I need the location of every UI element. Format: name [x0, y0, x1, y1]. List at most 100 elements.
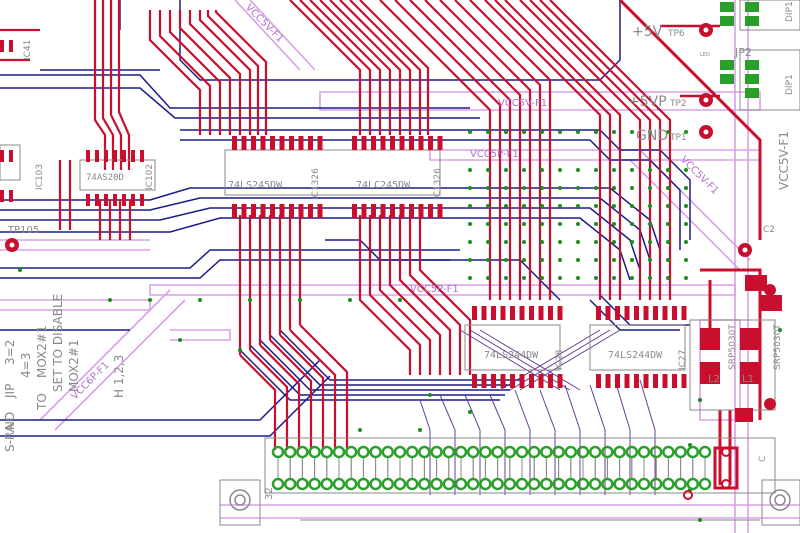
connector-pad: [430, 477, 443, 491]
connector-pad: [271, 445, 285, 459]
via: [348, 298, 352, 302]
connector-pad: [466, 477, 480, 491]
ic-pad: [390, 204, 395, 218]
connector-pad: [674, 445, 687, 459]
via: [558, 276, 562, 280]
ic-pad: [380, 204, 386, 218]
ic-pad: [140, 150, 144, 162]
connector-pad: [271, 477, 285, 491]
connector-pad: [479, 477, 492, 491]
connector-pad: [576, 445, 590, 459]
ic-pad: [104, 150, 108, 162]
connector-pad: [698, 477, 712, 491]
note-4eq3: 4=3: [19, 353, 33, 378]
via: [666, 222, 670, 226]
ic-pad: [510, 374, 515, 388]
via: [666, 168, 670, 172]
ic-pad: [251, 204, 256, 218]
via: [540, 240, 544, 244]
ic-pad: [308, 136, 313, 150]
via: [648, 240, 652, 244]
ic-pad: [662, 374, 668, 388]
via: [612, 204, 616, 208]
via: [358, 428, 362, 432]
vias: [18, 130, 782, 522]
via: [666, 240, 670, 244]
connector-pad: [686, 445, 700, 459]
ic-pad: [634, 374, 639, 388]
via: [468, 240, 472, 244]
ic-pad: [605, 306, 611, 320]
label-l1: L1: [742, 374, 754, 385]
via: [418, 428, 422, 432]
ic-pad: [9, 190, 13, 202]
connector-pad: [344, 477, 358, 491]
via: [630, 168, 634, 172]
ic-pad: [510, 306, 515, 320]
via: [612, 276, 616, 280]
via: [648, 222, 652, 226]
label-dip1-a: DIP1: [785, 1, 795, 22]
label-vcc5v-side: VCC5V-F1: [777, 131, 791, 190]
ic-pad: [317, 136, 323, 150]
via: [504, 276, 508, 280]
via: [576, 204, 580, 208]
via: [594, 168, 598, 172]
via: [558, 204, 562, 208]
connector-pad: [418, 445, 431, 459]
ic-pad: [86, 150, 90, 162]
via: [698, 518, 702, 522]
via: [468, 204, 472, 208]
ic-pad: [437, 136, 443, 150]
connector-pad: [491, 445, 504, 459]
ic-pad: [279, 204, 285, 218]
via: [468, 276, 472, 280]
chip-label-e: 74AS20D: [86, 173, 124, 183]
ic-pad: [371, 136, 376, 150]
via: [576, 222, 580, 226]
via: [540, 258, 544, 262]
label-tp2: TP2: [669, 99, 687, 109]
label-vcc5v-mid: VCC5P-F1: [470, 149, 519, 160]
ic-pad: [95, 194, 99, 206]
via: [522, 168, 526, 172]
label-tp6: TP6: [667, 29, 685, 39]
note-h123: H 1,2,3: [112, 355, 126, 398]
via: [468, 130, 472, 134]
mounting-holes: [229, 489, 791, 511]
via: [486, 168, 490, 172]
ic-pad: [519, 374, 525, 388]
via: [248, 298, 252, 302]
via: [648, 186, 652, 190]
via: [540, 168, 544, 172]
ic-pad: [298, 204, 304, 218]
ic-pad: [634, 306, 639, 320]
via: [540, 186, 544, 190]
label-gnd: GND: [636, 128, 668, 144]
ic-pad: [390, 136, 395, 150]
connector-pad: [613, 477, 626, 491]
ic-pad: [279, 136, 285, 150]
inductor-pads: [700, 275, 782, 490]
ic-pad: [662, 306, 668, 320]
label-tp105: TP105: [7, 225, 39, 236]
via: [648, 204, 652, 208]
ic-pad: [624, 374, 630, 388]
ic-pad: [418, 204, 424, 218]
ic-pad: [113, 150, 117, 162]
ic-pad: [548, 374, 553, 388]
connector-pad: [564, 477, 578, 491]
jumper-pads: [720, 2, 759, 98]
via: [630, 186, 634, 190]
via: [398, 298, 402, 302]
via: [630, 276, 634, 280]
connector-pad: [332, 445, 346, 459]
chip-label-c: 74LS244DW: [484, 350, 539, 361]
note-mox2-a: MOX2#1: [35, 325, 49, 378]
via: [630, 222, 634, 226]
via: [594, 130, 598, 134]
connector-pad: [320, 445, 334, 459]
connector-pad: [637, 477, 651, 491]
via: [468, 168, 472, 172]
connector-pad: [369, 477, 382, 491]
